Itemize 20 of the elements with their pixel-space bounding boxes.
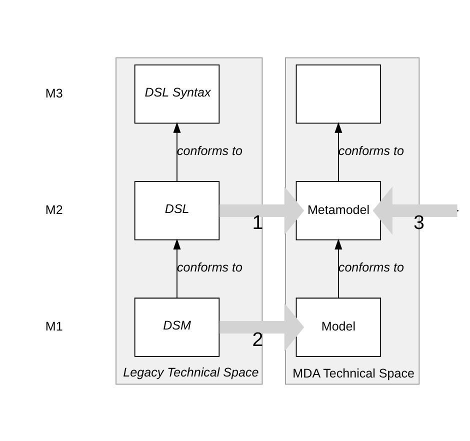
node-box: Model: [296, 297, 382, 356]
edge-label: 1: [252, 212, 264, 234]
edge-label: 2: [252, 328, 264, 350]
node-box: DSL Syntax: [134, 64, 220, 124]
arrow: [173, 122, 181, 182]
node-box: DSL: [134, 180, 220, 240]
label: M2: [45, 202, 63, 217]
node-box: [296, 64, 382, 124]
arrow: [219, 186, 304, 234]
arrow: [173, 238, 181, 298]
arrow: [219, 302, 304, 351]
edge-label: conforms to: [176, 143, 243, 158]
node-box: DSM: [134, 297, 220, 356]
label: M3: [45, 86, 63, 100]
node-box: Metamodel: [296, 180, 382, 240]
edge-label: conforms to: [176, 260, 243, 274]
arrow: [372, 186, 458, 234]
arrow: [334, 238, 342, 298]
arrow: [334, 122, 342, 182]
label: M1: [45, 319, 63, 334]
